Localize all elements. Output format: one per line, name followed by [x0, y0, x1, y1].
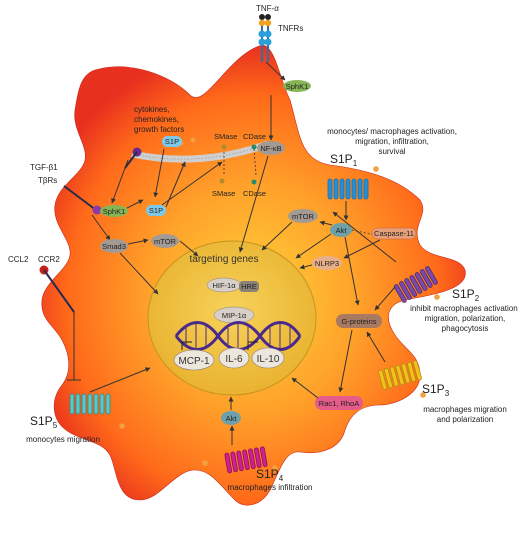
il10-node: [251, 347, 285, 369]
s1p5-label: S1P5: [30, 414, 58, 430]
smase-top-label: SMase: [214, 132, 237, 141]
akt-right-node: [330, 223, 352, 237]
gproteins-node: [336, 314, 382, 328]
s1p1-desc-3: survival: [378, 147, 405, 156]
rac1-rhoa-label: Rac1, RhoA: [319, 399, 359, 408]
s1p2-label: S1P2: [452, 287, 480, 303]
mip1a-label: MIP-1α: [222, 311, 247, 320]
smase-bottom-dot: [219, 178, 225, 184]
caspase11-node: [371, 227, 417, 240]
cytokine-receptor-icon: [124, 147, 142, 169]
s1p2-desc-3: phagocytosis: [442, 324, 489, 333]
hre-node: [239, 281, 259, 292]
s1p-out-node: [162, 136, 182, 147]
s1p-in-label: S1P: [149, 206, 163, 215]
s1p2-receptor-icon: [393, 266, 438, 303]
tnfrs-label: TNFRs: [278, 24, 303, 33]
mtor-right-node: [288, 209, 318, 223]
akt-right-label: Akt: [336, 226, 348, 235]
mtor-left-label: mTOR: [154, 237, 177, 246]
nlrp3-node: [312, 256, 342, 270]
tbrs-label: TβRs: [38, 176, 57, 185]
smase-top-dot: [221, 144, 227, 150]
nfkb-label: NF-κB: [260, 144, 281, 153]
cdase-top-dot: [251, 144, 257, 150]
il6-label: IL-6: [225, 354, 243, 365]
s1p1-desc-1: monocytes/ macrophages activation,: [327, 127, 457, 136]
sphk1-left-label: SphK1: [103, 207, 126, 216]
sphk1-left-node: [100, 205, 128, 217]
s1p1-receptor-icon: [327, 178, 369, 200]
sphk1-top-label: SphK1: [286, 82, 309, 91]
targeting-genes-label: targeting genes: [190, 254, 259, 265]
cytokines-label-2: chemokines,: [134, 115, 179, 124]
s1p-ligand-dot: [119, 423, 125, 429]
cytokines-label-1: cytokines,: [134, 105, 170, 114]
sphk1-top-node: [283, 80, 311, 92]
s1p3-receptor-icon: [378, 360, 422, 390]
il10-label: IL-10: [257, 354, 280, 365]
s1p3-desc-2: and polarization: [437, 415, 493, 424]
mcp1-label: MCP-1: [178, 356, 210, 367]
cytokines-label-3: growth factors: [134, 125, 184, 134]
akt-bottom-label: Akt: [226, 414, 238, 423]
s1p-out-label: S1P: [165, 137, 179, 146]
caspase11-label: Caspase-11: [374, 229, 414, 238]
hre-label: HRE: [241, 282, 257, 291]
tgf-receptor-icon: [63, 185, 102, 215]
s1p4-receptor-icon: [224, 446, 268, 474]
tgf-beta1-label: TGF-β1: [30, 163, 58, 172]
s1p3-desc-1: macrophages migration: [423, 405, 507, 414]
s1p-ligand-dot: [373, 166, 379, 172]
cdase-bottom-label: CDase: [243, 189, 266, 198]
nfkb-node: [257, 141, 285, 155]
s1p2-desc-1: inhibit macrophages activation,: [410, 304, 518, 313]
smad3-node: [100, 239, 128, 253]
cdase-top-label: CDase: [243, 132, 266, 141]
s1p1-label: S1P1: [330, 152, 358, 168]
ccr2-receptor-icon: [39, 265, 75, 313]
s1p-ligand-dot: [420, 392, 426, 398]
s1p5-receptor-icon: [69, 393, 111, 415]
s1p1-desc-2: migration, infiltration,: [355, 137, 429, 146]
s1p2-desc-2: migration, polarization,: [425, 314, 505, 323]
s1p4-label: S1P4: [256, 467, 284, 483]
gproteins-label: G-proteins: [341, 317, 376, 326]
tnfr-receptor-icon: [258, 14, 272, 62]
s1p3-label: S1P3: [422, 382, 450, 398]
mtor-right-label: mTOR: [292, 212, 315, 221]
rac1-rhoa-node: [315, 396, 363, 410]
tnf-alpha-label: TNF-α: [256, 4, 279, 13]
s1p4-desc-1: macrophages infiltration: [228, 483, 313, 492]
smase-bottom-label: SMase: [212, 189, 235, 198]
il6-node: [218, 347, 250, 369]
mtor-left-node: [151, 234, 179, 248]
cdase-bottom-dot: [251, 179, 257, 185]
mcp1-node: [173, 349, 215, 371]
s1p-in-node: [146, 205, 166, 216]
cytokine-dot: [190, 137, 196, 143]
akt-bottom-node: [221, 411, 241, 425]
s1p5-desc-1: monocytes migration: [26, 435, 100, 444]
ccl2-label: CCL2: [8, 255, 29, 264]
s1p-ligand-dot: [434, 294, 440, 300]
nlrp3-label: NLRP3: [315, 259, 339, 268]
s1p-ligand-dot: [202, 460, 208, 466]
s1p-ligand-dot: [272, 465, 278, 471]
smad3-label: Smad3: [102, 242, 126, 251]
hif1a-label: HIF-1α: [212, 281, 236, 290]
ccr2-label: CCR2: [38, 255, 60, 264]
